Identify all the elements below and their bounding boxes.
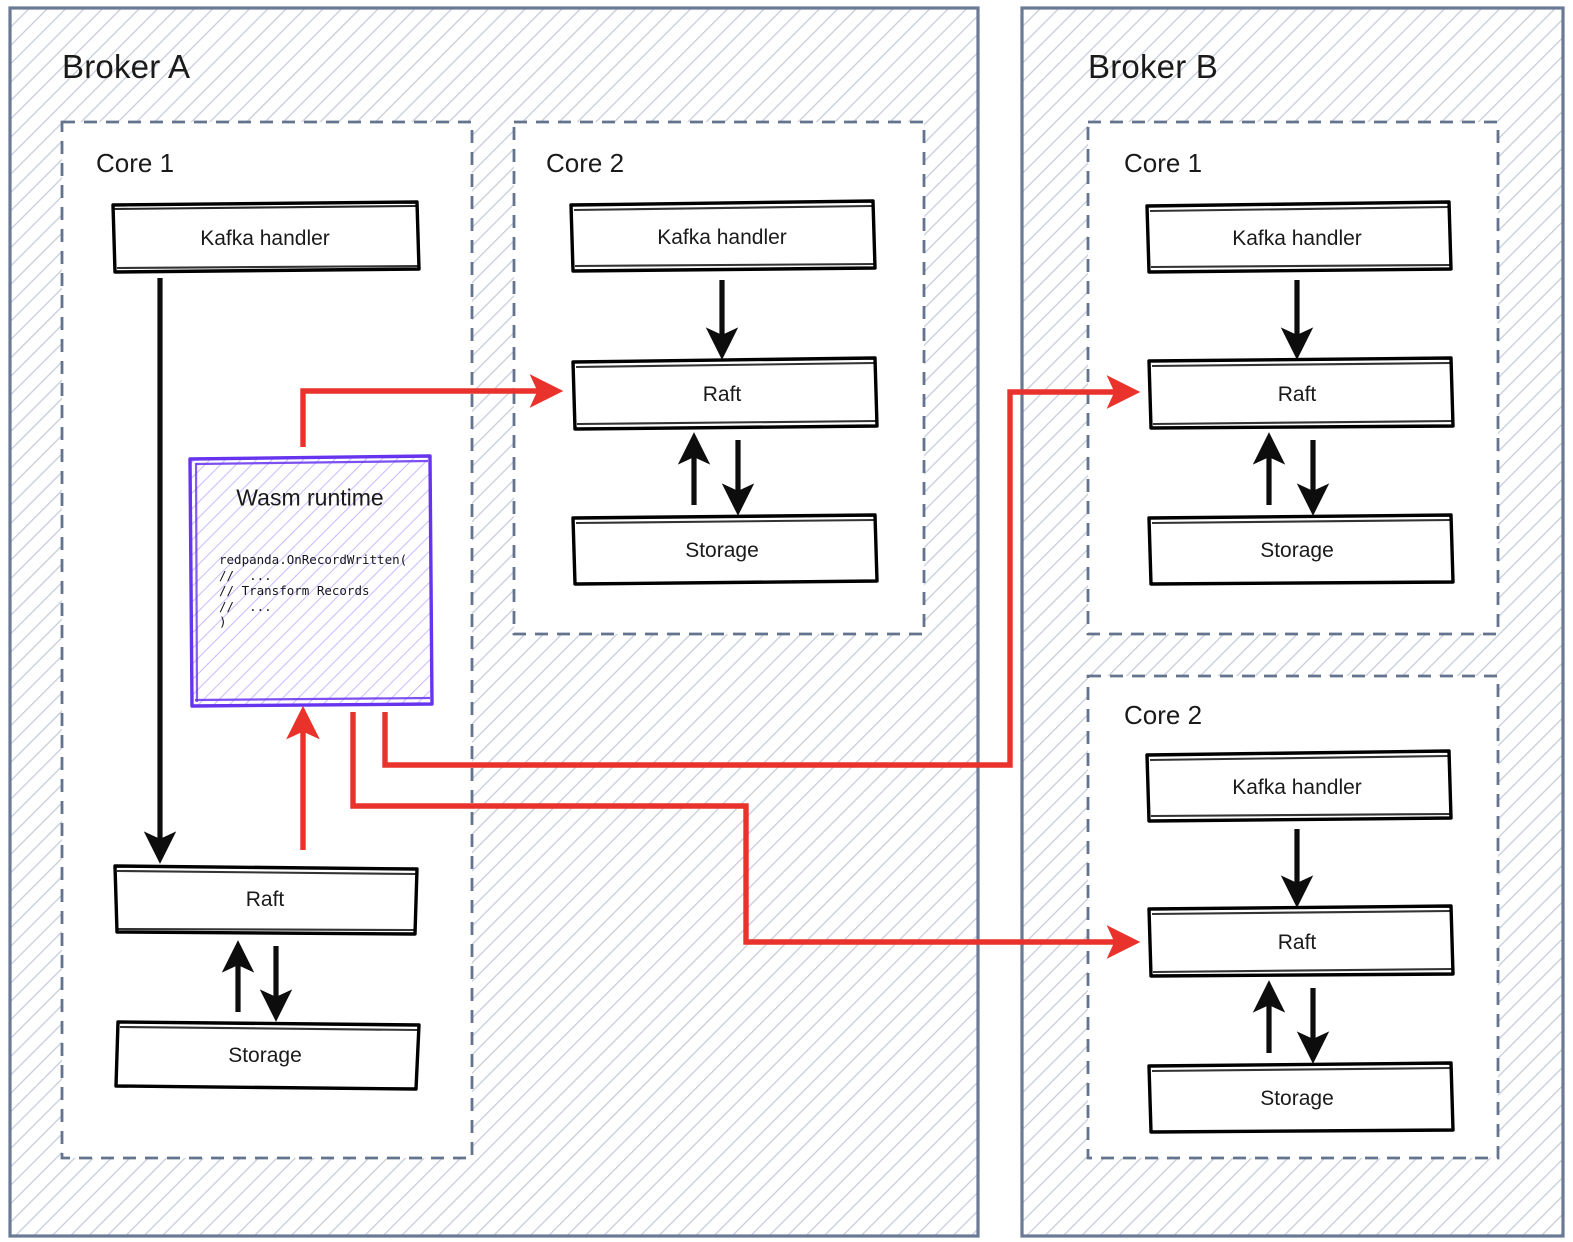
broker-a-core-2-kafka-handler-box: [569, 199, 877, 273]
broker-a-core-1-storage-box: [114, 1020, 421, 1091]
red-arrow-wasm-to-b2-raft: [350, 712, 1141, 959]
broker-a-core-2-storage-box: [571, 513, 879, 586]
red-arrow-wasm-to-b1-raft: [382, 375, 1141, 768]
broker-b-core-1-kafka-handler-box: [1145, 200, 1453, 274]
broker-b-core-2-kafka-handler-box: [1145, 749, 1453, 823]
broker-a-core-1-raft-box: [113, 864, 419, 936]
wasm-runtime-box: [188, 454, 434, 708]
red-arrow-wasm-to-a2-raft: [300, 374, 564, 447]
broker-a-core-1-kafka-handler-box: [111, 200, 421, 274]
broker-b-core-2-raft-box: [1147, 904, 1455, 978]
broker-a-core-2-raft-box: [571, 356, 879, 431]
broker-b-core-1-storage-box: [1147, 513, 1455, 586]
broker-b-core-2-storage-box: [1147, 1061, 1455, 1134]
broker-b-core-1-raft-box: [1147, 356, 1455, 430]
